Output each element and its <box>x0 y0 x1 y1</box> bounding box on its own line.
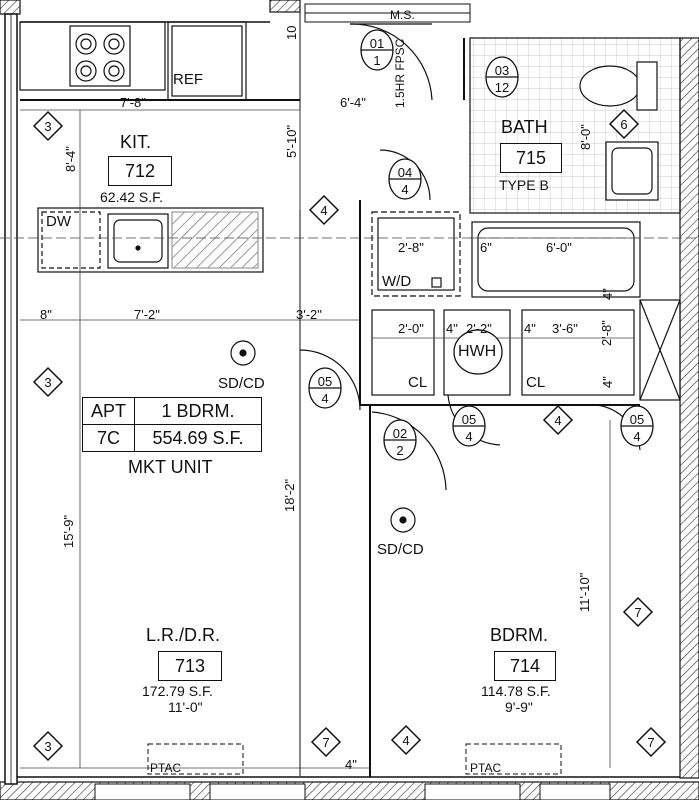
wall-tag-6: 6 <box>620 117 628 132</box>
living-area: 172.79 S.F. <box>142 683 213 699</box>
door-tag-05c-top: 05 <box>629 412 645 427</box>
dim-bdrm-depth: 11'-10" <box>577 572 592 612</box>
dw-label: DW <box>46 213 71 230</box>
door-tag-05c-bottom: 4 <box>633 429 641 444</box>
door-tag-shapes <box>308 29 654 461</box>
dim-hwh-4: 4" <box>446 321 458 336</box>
closet-1-label: CL <box>408 374 428 391</box>
fpsc-label: 1.5HR FPSC <box>393 38 407 108</box>
door-tag-01-top: 01 <box>369 36 385 51</box>
unit-area: 554.69 S.F. <box>134 424 263 452</box>
dim-bath-depth: 8'-0" <box>578 124 593 150</box>
ref-label: REF <box>173 71 203 88</box>
smoke-detector-1-label: SD/CD <box>218 375 265 392</box>
dim-tub-width: 6'-0" <box>546 240 572 255</box>
door-tag-02-bottom: 2 <box>396 443 404 458</box>
dim-gap-4a: 4" <box>600 288 615 300</box>
dim-wall-4: 4" <box>345 757 357 772</box>
door-tag-01-bottom: 1 <box>373 53 381 68</box>
living-name: L.R./D.R. <box>146 625 221 645</box>
door-tag-05a-top: 05 <box>317 374 333 389</box>
wall-tag-3-mid: 3 <box>44 375 52 390</box>
bedroom-name: BDRM. <box>490 625 548 645</box>
dim-cl2-4: 4" <box>524 321 536 336</box>
living-width: 11'-0" <box>168 699 203 715</box>
wall-tag-4-closet: 4 <box>554 413 562 428</box>
dim-hwh-width: 2'-2" <box>466 321 492 336</box>
interior-walls <box>20 38 640 777</box>
dim-kit-depth: 8'-4" <box>63 146 78 172</box>
wall-tag-3-bottom: 3 <box>44 739 52 754</box>
smoke-detectors <box>230 340 416 533</box>
door-tag-04-bottom: 4 <box>401 182 409 197</box>
wall-tag-7-bdrm: 7 <box>634 605 642 620</box>
kitchen-island <box>37 207 264 273</box>
ms-label: M.S. <box>390 8 415 22</box>
unit-bedrooms: 1 BDRM. <box>134 397 263 425</box>
door-tag-03-bottom: 12 <box>494 80 510 95</box>
door-tag-05a-bottom: 4 <box>321 391 329 406</box>
dim-left-8: 8" <box>40 307 52 322</box>
dim-cl2-width: 3'-6" <box>552 321 578 336</box>
dim-hall-3-2: 3'-2" <box>296 307 322 322</box>
dim-gap-4b: 4" <box>600 376 615 388</box>
dim-lr-depth: 15'-9" <box>61 514 76 548</box>
dim-island-width: 7'-2" <box>134 307 160 322</box>
apt-label: APT <box>81 397 136 425</box>
top-windows <box>304 3 471 23</box>
bath-number: 715 <box>500 143 562 173</box>
kitchen-area: 62.42 S.F. <box>100 189 164 205</box>
bath-name: BATH <box>501 117 548 137</box>
smoke-detector-2-label: SD/CD <box>377 541 424 558</box>
wall-tag-3-top: 3 <box>44 119 52 134</box>
bedroom-width: 9'-9" <box>505 699 533 715</box>
door-tag-04-top: 04 <box>397 165 413 180</box>
ptac-2-label: PTAC <box>470 761 502 775</box>
living-number: 713 <box>158 651 222 681</box>
dim-kit-width: 7'-8" <box>120 95 146 110</box>
market-unit: MKT UNIT <box>128 457 213 477</box>
unit-info-table: APT 1 BDRM. 7C 554.69 S.F. <box>81 397 263 452</box>
wall-tag-7-hall <box>310 726 342 758</box>
dim-cl2-depth: 2'-8" <box>599 320 614 346</box>
wd-label: W/D <box>382 273 412 290</box>
door-tag-03-top: 03 <box>494 63 510 78</box>
dim-tub-gap: 6" <box>480 240 492 255</box>
ptac-units <box>147 743 562 775</box>
kitchen-number: 712 <box>108 156 172 186</box>
kitchen-name: KIT. <box>120 132 152 152</box>
kitchen-counter <box>19 21 247 101</box>
bottom-windows <box>94 783 611 800</box>
dim-hall-length: 18'-2" <box>282 478 297 512</box>
bath-room <box>371 37 681 298</box>
wall-tag-4-bdrm: 4 <box>402 733 410 748</box>
door-tag-05b-bottom: 4 <box>465 429 473 444</box>
bedroom-area: 114.78 S.F. <box>481 683 551 699</box>
dim-cl1-width: 2'-0" <box>398 321 424 336</box>
wall-tag-7-corner: 7 <box>647 735 655 750</box>
dimension-lines <box>0 109 699 769</box>
wall-tag-markers <box>32 108 667 762</box>
dim-wd-width: 2'-8" <box>398 240 424 255</box>
ptac-1-label: PTAC <box>150 761 182 775</box>
hwh-label: HWH <box>458 343 497 360</box>
bath-type: TYPE B <box>499 177 549 193</box>
bedroom-number: 714 <box>494 651 556 681</box>
closets <box>371 299 681 401</box>
dim-top-10: 10 <box>284 25 299 40</box>
wall-tag-4-hall: 4 <box>320 203 328 218</box>
closet-2-label: CL <box>526 374 546 391</box>
wall-tag-7-hall-text: 7 <box>322 735 330 750</box>
door-tag-05b-top: 05 <box>461 412 477 427</box>
dim-hall-depth: 5'-10" <box>284 124 299 158</box>
door-tag-02-top: 02 <box>392 426 408 441</box>
dim-hall-width: 6'-4" <box>340 95 366 110</box>
apt-number: 7C <box>81 424 136 452</box>
